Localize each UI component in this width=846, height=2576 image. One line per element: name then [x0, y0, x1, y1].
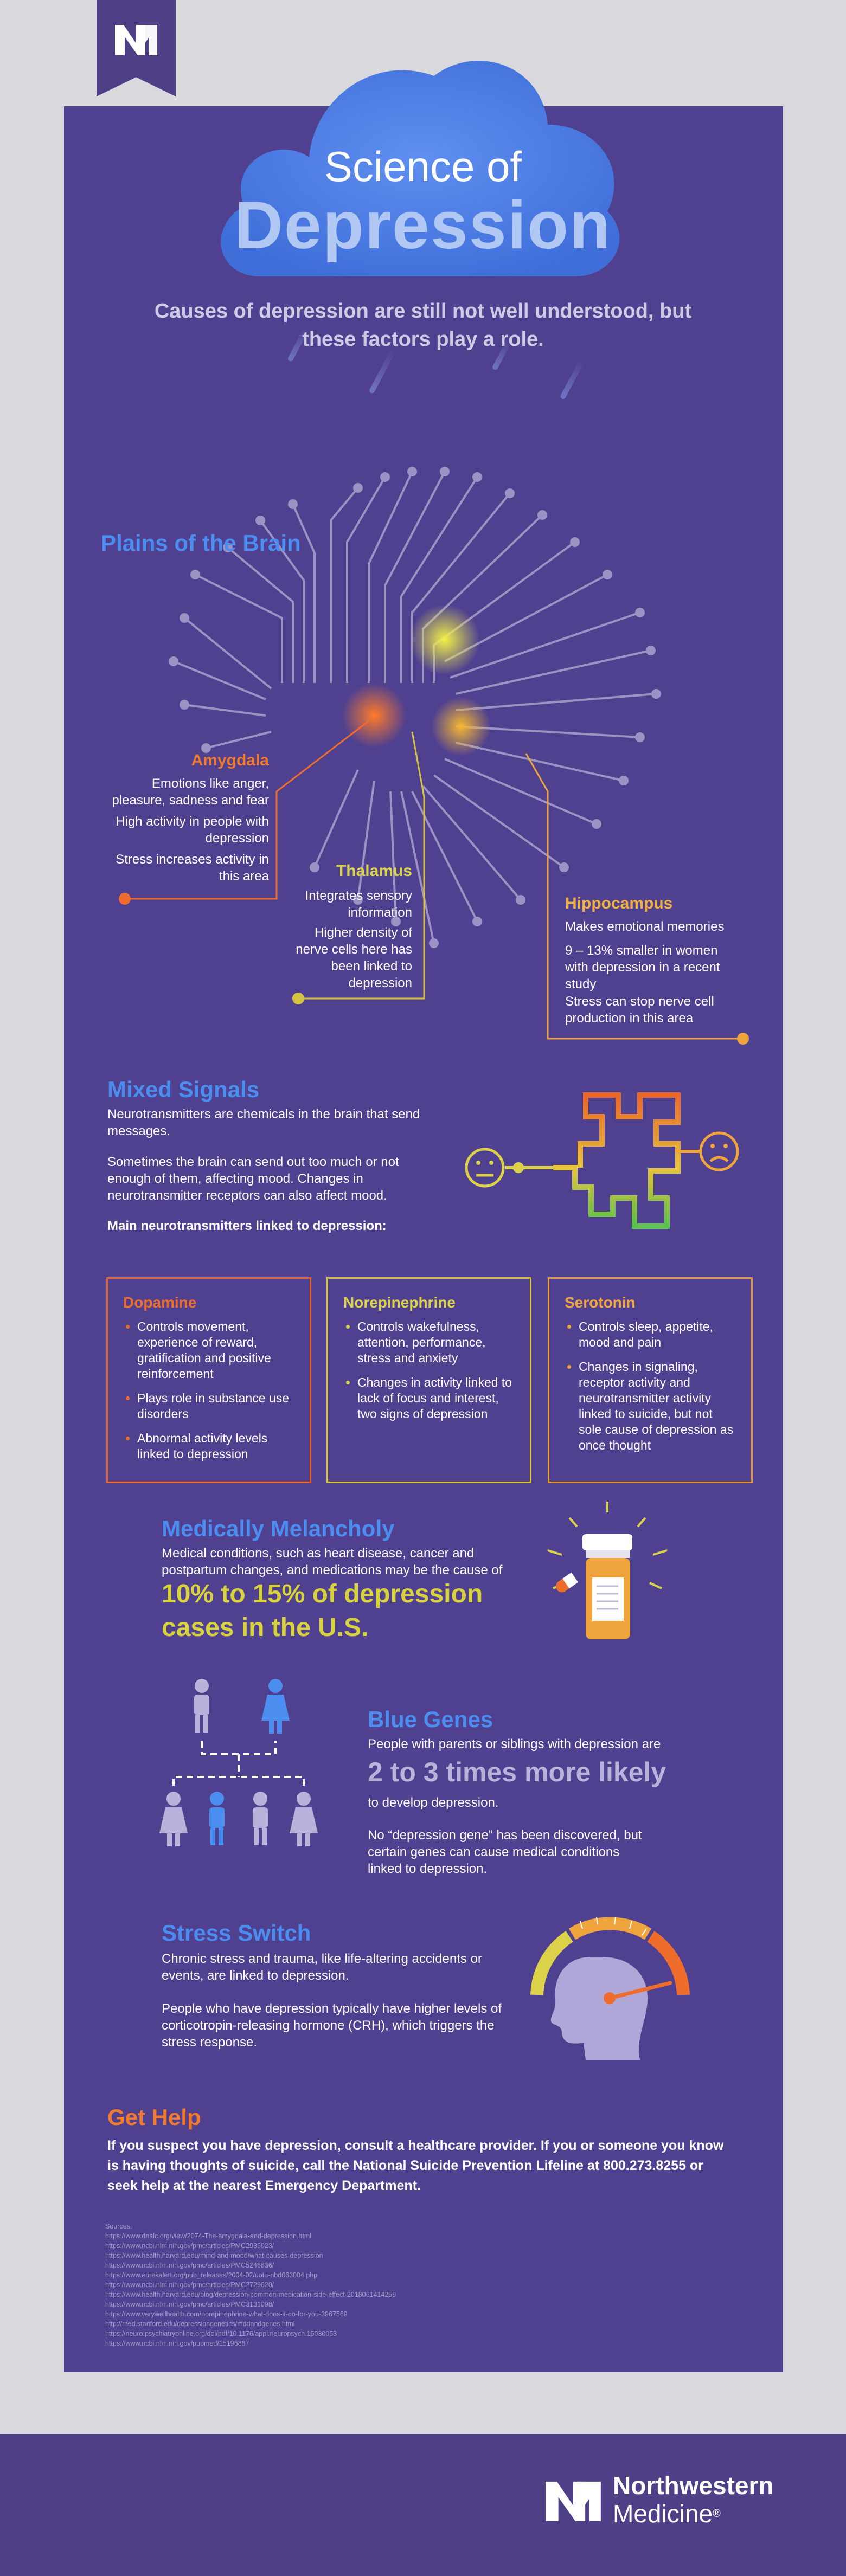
- melancholy-title: Medically Melancholy: [162, 1516, 395, 1541]
- melancholy-stat: 10% to 15% of depression cases in the U.…: [162, 1580, 483, 1642]
- melancholy-text: Medical conditions, such as heart diseas…: [162, 1546, 503, 1577]
- hippocampus-text-2: 9 – 13% smaller in women with depression…: [565, 943, 720, 991]
- help-title: Get Help: [107, 2104, 201, 2130]
- sources-label: Sources:: [105, 2223, 132, 2230]
- brain-circuit-graphic: [169, 467, 661, 948]
- title-line2: Depression: [234, 188, 612, 263]
- hippocampus-connector: [525, 753, 749, 1045]
- help-text: If you suspect you have depression, cons…: [107, 2138, 724, 2193]
- amygdala-label: Amygdala: [191, 751, 269, 769]
- norepinephrine-box: Norepinephrine Controls wakefulness, att…: [326, 1277, 531, 1483]
- genes-text-1: People with parents or siblings with dep…: [368, 1737, 661, 1751]
- source-link[interactable]: https://www.ncbi.nlm.nih.gov/pmc/article…: [105, 2301, 274, 2308]
- source-link[interactable]: https://www.ncbi.nlm.nih.gov/pmc/article…: [105, 2262, 274, 2269]
- content-panel: [64, 106, 783, 2372]
- source-link[interactable]: https://www.health.harvard.edu/mind-and-…: [105, 2252, 323, 2259]
- stress-text-2: People who have depression typically hav…: [162, 2001, 502, 2050]
- hippocampus-label: Hippocampus: [565, 894, 673, 912]
- stress-title: Stress Switch: [162, 1920, 311, 1946]
- sources-block: Sources: https://www.dnalc.org/view/2074…: [105, 2221, 593, 2348]
- subtitle: Causes of depression are still not well …: [154, 300, 692, 351]
- amygdala-text-2: High activity in people with depression: [116, 814, 269, 846]
- dopamine-item: Abnormal activity levels linked to depre…: [137, 1431, 294, 1462]
- hippocampus-text-1: Makes emotional memories: [565, 919, 725, 934]
- footer-brand-line1[interactable]: Northwestern: [613, 2471, 774, 2500]
- thalamus-text-1: Integrates sensory information: [305, 888, 412, 920]
- genes-title: Blue Genes: [368, 1706, 493, 1732]
- nm-logo-icon: [115, 25, 157, 55]
- genes-stat: 2 to 3 times more likely: [368, 1757, 666, 1787]
- mixed-signals-title: Mixed Signals: [107, 1077, 260, 1102]
- genes-text-2: to develop depression.: [368, 1795, 499, 1810]
- norepinephrine-title: Norepinephrine: [343, 1294, 456, 1311]
- mixed-signals-text-2: Sometimes the brain can send out too muc…: [107, 1155, 399, 1203]
- brain-section-title: Plains of the Brain: [101, 530, 301, 556]
- signal-maze-graphic: [465, 1092, 739, 1229]
- registered-mark: ®: [713, 2508, 721, 2520]
- source-link[interactable]: https://www.ncbi.nlm.nih.gov/pmc/article…: [105, 2281, 274, 2289]
- serotonin-item: Changes in signaling, receptor activity …: [579, 1359, 736, 1453]
- footer-brand-medicine: Medicine: [613, 2500, 713, 2528]
- source-link[interactable]: https://www.verywellhealth.com/norepinep…: [105, 2310, 348, 2318]
- family-tree-graphic: [159, 1679, 318, 1846]
- pill-bottle-icon: [547, 1502, 668, 1639]
- amygdala-text-1: Emotions like anger, pleasure, sadness a…: [112, 776, 269, 808]
- thalamus-label: Thalamus: [336, 862, 412, 880]
- source-link[interactable]: https://www.eurekalert.org/pub_releases/…: [105, 2271, 318, 2279]
- stress-gauge-head-icon: [530, 1916, 690, 2060]
- source-link[interactable]: http://med.stanford.edu/depressiongeneti…: [105, 2320, 295, 2328]
- source-link[interactable]: https://www.ncbi.nlm.nih.gov/pmc/article…: [105, 2242, 274, 2250]
- footer-brand-line2[interactable]: Medicine®: [613, 2500, 721, 2527]
- footer: [0, 2434, 846, 2576]
- norepinephrine-item: Controls wakefulness, attention, perform…: [357, 1319, 515, 1366]
- source-link[interactable]: https://www.dnalc.org/view/2074-The-amyg…: [105, 2232, 312, 2240]
- genes-text-3: No “depression gene” has been discovered…: [368, 1828, 642, 1876]
- dopamine-box: Dopamine Controls movement, experience o…: [106, 1277, 311, 1483]
- norepinephrine-item: Changes in activity linked to lack of fo…: [357, 1375, 515, 1422]
- dopamine-title: Dopamine: [123, 1294, 197, 1311]
- amygdala-connector: [119, 720, 369, 905]
- nm-footer-logo-icon: [546, 2481, 601, 2521]
- dopamine-item: Controls movement, experience of reward,…: [137, 1319, 294, 1382]
- serotonin-box: Serotonin Controls sleep, appetite, mood…: [548, 1277, 753, 1483]
- mixed-signals-text-1: Neurotransmitters are chemicals in the b…: [107, 1107, 420, 1138]
- source-link[interactable]: https://neuro.psychiatryonline.org/doi/p…: [105, 2330, 337, 2337]
- title-line1: Science of: [324, 143, 522, 190]
- dopamine-item: Plays role in substance use disorders: [137, 1390, 294, 1422]
- thalamus-text-2: Higher density of nerve cells here has b…: [296, 925, 412, 990]
- hippocampus-text-3: Stress can stop nerve cell production in…: [565, 994, 714, 1026]
- serotonin-item: Controls sleep, appetite, mood and pain: [579, 1319, 736, 1350]
- source-link[interactable]: https://www.ncbi.nlm.nih.gov/pubmed/1519…: [105, 2340, 249, 2347]
- thalamus-connector: [292, 731, 425, 1004]
- stress-text-1: Chronic stress and trauma, like life-alt…: [162, 1952, 482, 1983]
- mixed-signals-text-3: Main neurotransmitters linked to depress…: [107, 1219, 387, 1233]
- amygdala-text-3: Stress increases activity in this area: [116, 852, 269, 884]
- cloud-graphic: [221, 61, 620, 276]
- source-link[interactable]: https://www.health.harvard.edu/blog/depr…: [105, 2291, 396, 2298]
- serotonin-title: Serotonin: [565, 1294, 636, 1311]
